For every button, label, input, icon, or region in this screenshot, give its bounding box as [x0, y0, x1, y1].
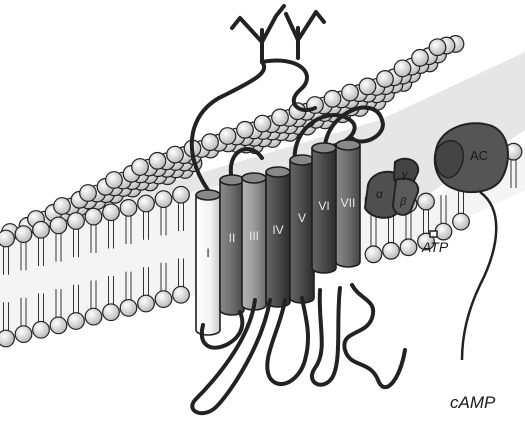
atp-label: ATP — [421, 239, 449, 255]
lipid-head — [219, 128, 236, 145]
atp-binding-site-icon — [430, 231, 437, 237]
lipid-head — [85, 308, 102, 325]
lipid-head — [155, 191, 172, 208]
helix-4-label: IV — [272, 223, 283, 237]
lipid-head — [68, 213, 85, 230]
lipid-head — [429, 39, 446, 56]
lipid-head — [377, 71, 394, 88]
lipid-head — [103, 204, 120, 221]
c-terminus-tail — [344, 285, 405, 387]
lipid-head — [272, 109, 289, 126]
helix-6: VI — [312, 143, 336, 273]
helix-3-label: III — [249, 229, 259, 243]
lipid-head — [80, 185, 97, 202]
lipid-head — [138, 295, 155, 312]
lipid-head — [167, 146, 184, 163]
lipid-head — [365, 246, 382, 263]
lipid-head — [50, 317, 67, 334]
lipid-head — [54, 198, 71, 215]
lipid-head — [0, 330, 14, 347]
helix-7: VII — [336, 140, 360, 267]
lipid-head — [173, 286, 190, 303]
helix-6-label: VI — [318, 199, 329, 213]
helix-7-label: VII — [341, 196, 356, 210]
helix-1-label: I — [206, 246, 209, 260]
lipid-head — [50, 217, 67, 234]
helix-4: IV — [266, 167, 290, 307]
lipid-head — [155, 291, 172, 308]
lipid-head — [237, 122, 254, 139]
lipid-head — [33, 321, 50, 338]
helix-1: I — [196, 190, 220, 335]
lipid-head — [33, 221, 50, 238]
lipid-head — [412, 50, 429, 67]
lipid-head — [149, 153, 166, 170]
lipid-head — [254, 115, 271, 132]
lipid-head — [453, 213, 470, 230]
lipid-head — [132, 159, 149, 176]
lipid-head — [15, 326, 32, 343]
intracellular-loop-3 — [267, 298, 308, 384]
g-beta-label: β — [399, 196, 407, 208]
lipid-head — [120, 300, 137, 317]
glycosylation-tree-left — [232, 6, 284, 62]
intracellular-loop-4 — [312, 288, 340, 385]
lipid-head — [106, 172, 123, 189]
lipid-head — [324, 91, 341, 108]
lipid-head — [418, 193, 435, 210]
lipid-head — [103, 304, 120, 321]
helix-3: III — [242, 173, 266, 310]
lipid-head — [85, 208, 102, 225]
helix-2: II — [220, 175, 244, 315]
adenylyl-cyclase-label: AC — [470, 148, 488, 163]
glycosylation-tree-right — [286, 12, 324, 58]
lipid-head — [68, 313, 85, 330]
helix-5: V — [290, 155, 314, 303]
lipid-head — [400, 239, 417, 256]
lipid-head — [138, 195, 155, 212]
lipid-head — [15, 226, 32, 243]
lipid-head — [202, 134, 219, 151]
lipid-head — [394, 60, 411, 77]
lipid-head — [383, 243, 400, 260]
lipid-head — [173, 186, 190, 203]
lipid-head — [342, 84, 359, 101]
lipid-head — [359, 78, 376, 95]
g-alpha-label: α — [376, 187, 384, 201]
helix-2-label: II — [229, 231, 236, 245]
helix-5-label: V — [298, 211, 306, 225]
camp-label: cAMP — [450, 393, 496, 412]
lipid-head — [0, 230, 14, 247]
lipid-head — [120, 200, 137, 217]
